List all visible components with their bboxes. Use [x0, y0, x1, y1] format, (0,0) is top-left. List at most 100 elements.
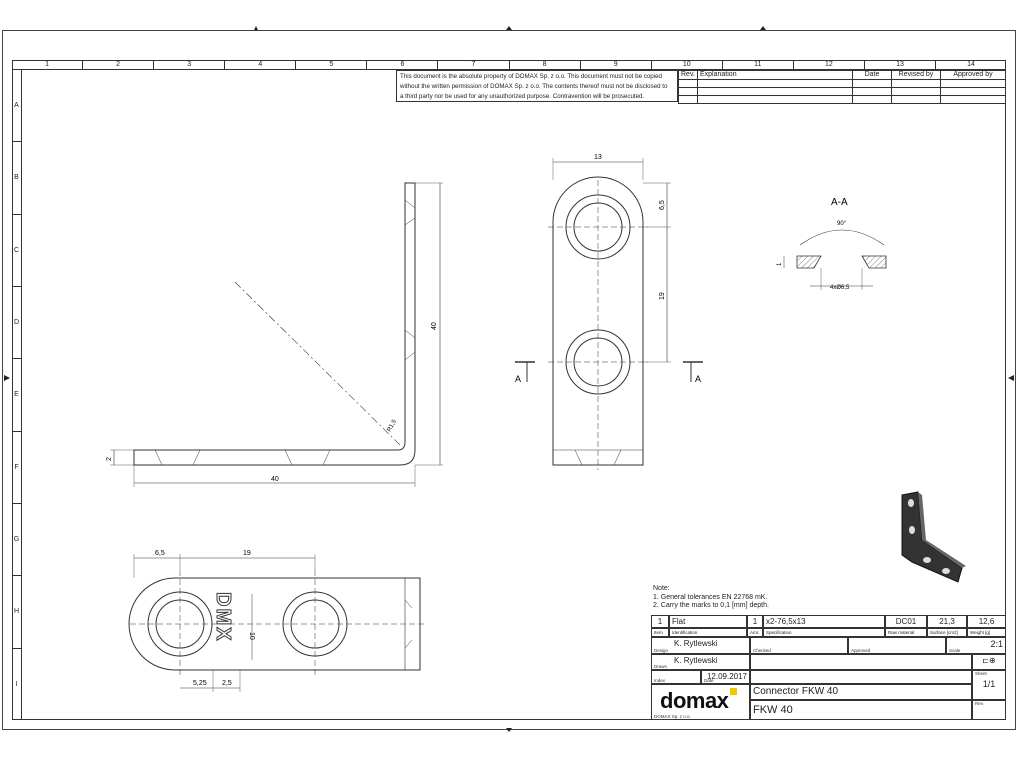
- col-label: 5: [296, 60, 368, 69]
- page-marker: [506, 26, 512, 30]
- front-spacing-dim: 19: [659, 292, 666, 300]
- row-label: B: [12, 142, 21, 215]
- logo-square: [730, 688, 737, 695]
- tb-part-code: FKW 40: [750, 700, 972, 720]
- note-line: 2. Carry the marks to 0,1 [mm] depth.: [653, 602, 769, 609]
- sheet-label: Sheet: [975, 671, 987, 676]
- index-label: Index: [654, 678, 666, 683]
- tb-l-ident: Identification: [669, 628, 747, 637]
- row-label: E: [12, 359, 21, 432]
- col-label: 13: [865, 60, 937, 69]
- section-title: A-A: [831, 197, 848, 208]
- tb-index: Index: [651, 670, 701, 684]
- bottom-view: [128, 554, 425, 692]
- designer-name: K. Rytlewski: [674, 639, 718, 648]
- page-marker: [254, 26, 258, 30]
- col-label: 12: [794, 60, 865, 69]
- company-name: DOMAX Sp. z o.o.: [654, 714, 691, 719]
- front-view: [515, 158, 703, 470]
- col-label: 1: [12, 60, 84, 69]
- front-top-dim: 6,5: [659, 200, 666, 210]
- section-mark-right: A: [695, 374, 701, 384]
- tb-l-raw: Raw material: [885, 628, 927, 637]
- tb-l-item: Item: [651, 628, 669, 637]
- tb-item: 1: [651, 615, 669, 628]
- tb-l-surface: Surface [cm2]: [927, 628, 967, 637]
- column-ruler: 1 2 3 4 5 6 7 8 9 10 11 12 13 14: [12, 60, 1006, 70]
- col-label: 10: [652, 60, 723, 69]
- tb-surface: 21,3: [927, 615, 967, 628]
- row-label: D: [12, 287, 21, 360]
- tb-sheet: Sheet 1/1: [972, 670, 1006, 700]
- tb-l-spec: Specification: [763, 628, 885, 637]
- tb-weight: 12,6: [967, 615, 1006, 628]
- date-value: 12.09.2017: [706, 672, 747, 681]
- tb-designer: K. Rytlewski Design: [651, 637, 750, 654]
- radius-dim: R1,5: [387, 418, 399, 433]
- bottom-height-dim: 10: [248, 632, 255, 640]
- isometric-view: [901, 491, 966, 583]
- section-mark-left: A: [515, 374, 521, 384]
- property-notice: This document is the absolute property o…: [396, 70, 678, 102]
- row-label: A: [12, 70, 21, 143]
- tb-l-weight: Weight [g]: [967, 628, 1006, 637]
- row-ruler: A B C D E F G H I: [12, 70, 22, 720]
- date-label: Date: [704, 678, 714, 683]
- drawn-name: K. Rytlewski: [674, 656, 718, 665]
- design-label: Design: [654, 648, 669, 653]
- checked-label: Checked: [753, 648, 771, 653]
- bottom-d2-dim: 2,5: [222, 680, 232, 687]
- tb-date: 12.09.2017 Date: [701, 670, 750, 684]
- domax-logo: domax: [660, 688, 729, 713]
- row-label: C: [12, 215, 21, 287]
- notice-line: without the written permission of DOMAX …: [400, 83, 668, 90]
- page-marker: [4, 375, 10, 381]
- col-label: 11: [723, 60, 794, 69]
- tb-scale: 2:1 Scale: [946, 637, 1006, 654]
- row-label: H: [12, 576, 21, 649]
- section-angle: 90°: [837, 221, 847, 227]
- projection-icon: ⊏⊕: [982, 656, 996, 665]
- scale-label: Scale: [949, 648, 961, 653]
- drawing-notes: Note: 1. General tolerances EN 22768 mK.…: [653, 585, 769, 611]
- tb-l-amt: Amt.: [747, 628, 763, 637]
- notes-title: Note:: [653, 585, 670, 592]
- note-line: 1. General tolerances EN 22768 mK.: [653, 593, 768, 601]
- section-hole-dim: 4xØ6,5: [830, 285, 850, 291]
- row-label: F: [12, 432, 21, 504]
- col-label: 9: [581, 60, 652, 69]
- tb-checked: Checked: [750, 637, 848, 654]
- row-label: G: [12, 504, 21, 577]
- dmx-embossing: DMX: [212, 592, 234, 642]
- notice-line: This document is the absolute property o…: [400, 73, 662, 80]
- tb-approved: Approved: [848, 637, 946, 654]
- tb-drawn: K. Rytlewski Drawn: [651, 654, 750, 670]
- tb-part-name: Connector FKW 40: [750, 684, 972, 700]
- col-label: 8: [510, 60, 581, 69]
- col-label: 2: [83, 60, 155, 69]
- thickness-dim: 2: [106, 457, 113, 461]
- tb-symbol: ⊏⊕: [972, 654, 1006, 670]
- bottom-spacing-dim: 19: [243, 550, 251, 557]
- page-marker: [760, 26, 766, 30]
- page-marker: [506, 728, 512, 732]
- tb-ident: Flat: [669, 615, 747, 628]
- tb-logo-cell: DOMAX Sp. z o.o.: [651, 684, 750, 720]
- row-label: I: [15, 680, 18, 688]
- col-label: 4: [225, 60, 297, 69]
- bottom-d1-dim: 5,25: [193, 680, 207, 687]
- notice-line: a third party nor be used for any unauth…: [400, 93, 645, 100]
- col-label: 14: [967, 61, 975, 68]
- page-marker: [1008, 375, 1014, 381]
- tb-blank2: [750, 670, 972, 684]
- tb-raw: DC01: [885, 615, 927, 628]
- tb-blank: [750, 654, 972, 670]
- side-view: [110, 182, 443, 487]
- tb-amt: 1: [747, 615, 763, 628]
- side-height-dim: 40: [431, 322, 438, 330]
- rev-label: Rev.: [975, 701, 984, 706]
- sheet-value: 1/1: [982, 679, 996, 689]
- revision-table: Rev. Explanation Date Revised by Approve…: [678, 70, 1006, 104]
- side-length-dim: 40: [271, 476, 279, 483]
